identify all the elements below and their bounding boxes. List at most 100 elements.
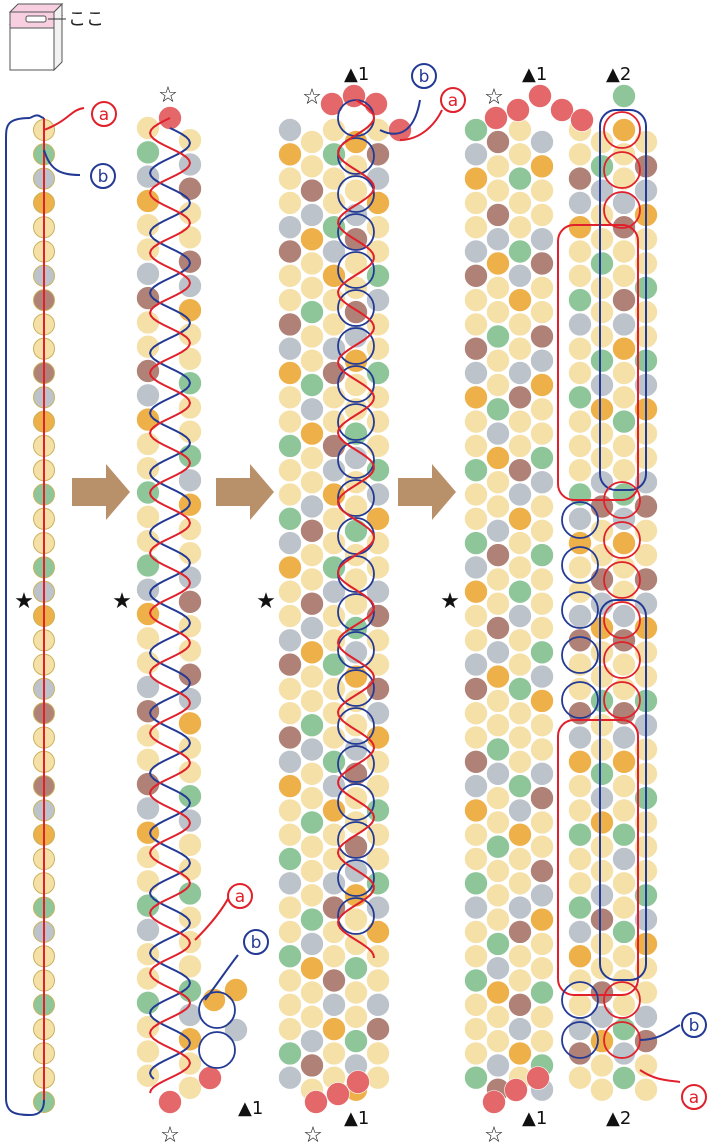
- bead: [178, 1003, 202, 1027]
- bead: [136, 359, 160, 383]
- bead: [530, 251, 554, 276]
- bead: [224, 1018, 248, 1042]
- bead: [506, 98, 530, 122]
- bead: [464, 1041, 488, 1066]
- bead: [486, 470, 510, 495]
- bead: [486, 300, 510, 324]
- bead: [590, 300, 614, 324]
- bead: [366, 628, 390, 653]
- bead: [344, 373, 368, 397]
- bead: [136, 723, 160, 748]
- bead: [590, 130, 614, 154]
- ring-step3: [337, 707, 375, 745]
- bead: [300, 810, 324, 835]
- bead: [136, 747, 160, 772]
- bead: [366, 920, 390, 944]
- bead: [178, 711, 202, 736]
- bead: [300, 591, 324, 616]
- bead: [612, 652, 636, 677]
- bead: [568, 166, 592, 191]
- red-exit-step4: [639, 1069, 681, 1083]
- ring-step4-mid: [603, 601, 641, 639]
- bead: [464, 142, 488, 167]
- bead: [300, 178, 324, 203]
- ring-step4-left: [561, 636, 599, 674]
- bead: [530, 1004, 554, 1029]
- step-arrow-1: [72, 464, 130, 520]
- bead: [486, 883, 510, 908]
- bead: [612, 895, 636, 920]
- bead: [568, 652, 592, 677]
- bead: [530, 130, 554, 154]
- bead: [530, 907, 554, 932]
- bead: [278, 555, 302, 580]
- bead: [612, 1017, 636, 1041]
- bead: [568, 992, 592, 1017]
- bead: [300, 421, 324, 446]
- bead: [530, 397, 554, 422]
- bead: [366, 798, 390, 823]
- bead: [344, 567, 368, 592]
- open-star-step4-bottom: ☆: [484, 1123, 504, 1145]
- bead: [612, 336, 636, 361]
- bead: [344, 713, 368, 738]
- bead: [464, 604, 488, 628]
- bead: [278, 191, 302, 215]
- bead: [568, 142, 592, 167]
- bead: [568, 701, 592, 726]
- bead: [136, 869, 160, 894]
- bead: [486, 956, 510, 981]
- bead: [326, 1082, 350, 1106]
- bead: [590, 859, 614, 883]
- bead: [136, 675, 160, 699]
- bead: [568, 1065, 592, 1090]
- bead: [530, 980, 554, 1005]
- bead: [590, 348, 614, 373]
- bead: [612, 1066, 636, 1090]
- bead: [612, 166, 636, 191]
- bead: [322, 191, 346, 215]
- bead: [278, 385, 302, 410]
- open-star-step2-bottom: ☆: [160, 1123, 180, 1145]
- black-star-step4: ★: [440, 589, 460, 614]
- triangle2-step4-bottom: ▲2: [606, 1108, 631, 1129]
- label-b-step1-circle: [90, 163, 116, 189]
- bead: [530, 543, 554, 567]
- bead: [278, 798, 302, 823]
- bead: [278, 458, 302, 483]
- bead: [568, 895, 592, 920]
- bead: [486, 689, 510, 713]
- bead: [366, 701, 390, 726]
- bead: [322, 604, 346, 628]
- bead: [508, 506, 532, 531]
- bead: [486, 591, 510, 616]
- bead: [304, 1090, 328, 1114]
- bead: [508, 604, 532, 628]
- bead: [508, 1017, 532, 1041]
- bead: [464, 166, 488, 191]
- bead: [344, 956, 368, 981]
- black-star-step2: ★: [112, 589, 132, 614]
- bead: [136, 116, 160, 140]
- bead: [136, 189, 160, 213]
- bead: [278, 847, 302, 871]
- bead: [300, 713, 324, 738]
- bead: [486, 348, 510, 373]
- bead: [486, 1053, 510, 1078]
- ring-step4-left: [561, 591, 599, 629]
- bead: [568, 361, 592, 385]
- label-b-step3-circle: [411, 63, 437, 89]
- bead: [612, 992, 636, 1017]
- bead: [300, 518, 324, 543]
- bead: [136, 1015, 160, 1039]
- bead: [568, 1041, 592, 1066]
- ring-step3: [337, 783, 375, 821]
- bead: [322, 992, 346, 1017]
- bead: [366, 531, 390, 555]
- bead: [504, 1078, 528, 1102]
- bead: [612, 506, 636, 531]
- bead: [464, 968, 488, 993]
- bead: [508, 871, 532, 896]
- bead: [590, 1004, 614, 1029]
- bead: [612, 263, 636, 288]
